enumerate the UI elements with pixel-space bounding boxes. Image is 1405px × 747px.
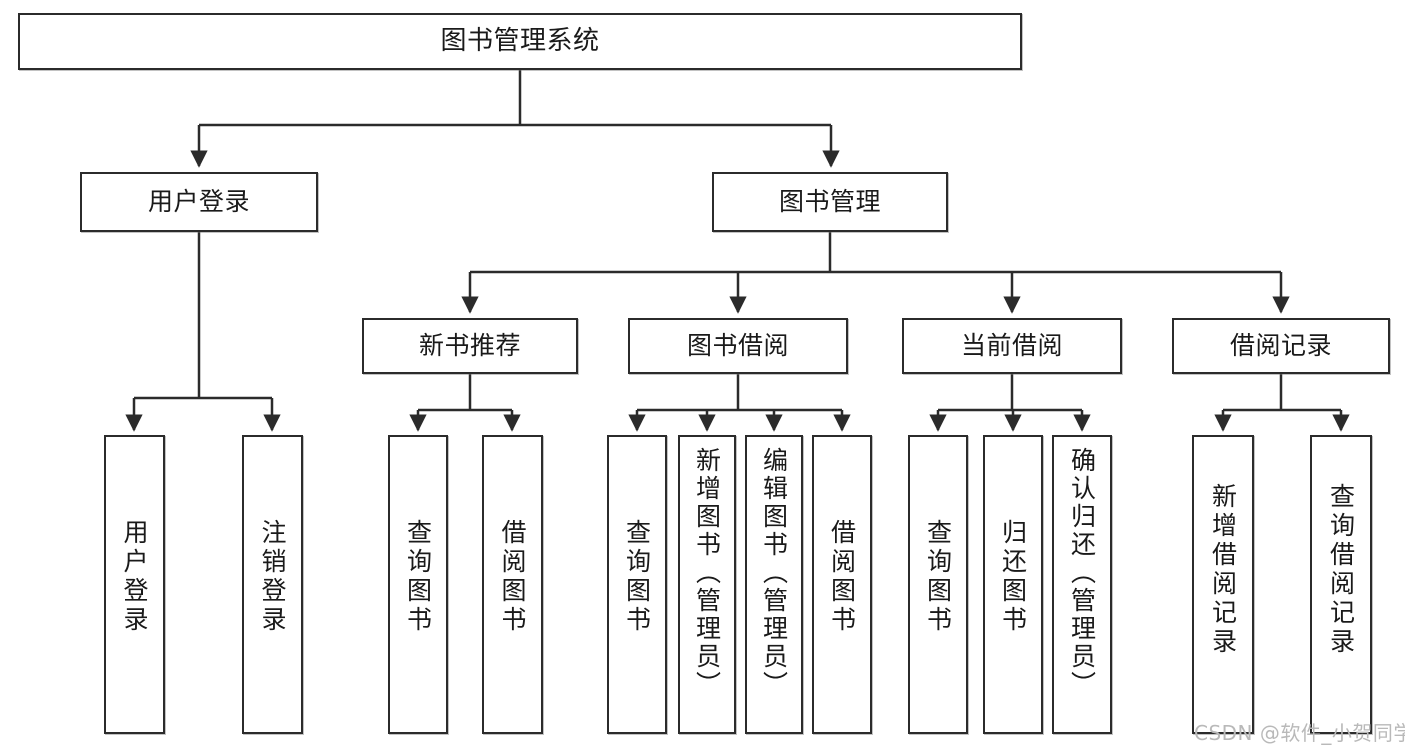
node-leaf-query-book-1-label: 查询图书 (403, 519, 433, 635)
node-book-manage[interactable]: 图书管理 (712, 172, 948, 232)
node-leaf-query-book-3-label: 查询图书 (923, 519, 953, 635)
node-leaf-edit-book[interactable]: 编辑图书（管理员） (745, 435, 803, 734)
node-leaf-user-login-label: 用户登录 (120, 519, 149, 635)
node-leaf-user-login[interactable]: 用户登录 (104, 435, 165, 734)
node-leaf-query-book-2-label: 查询图书 (622, 519, 652, 635)
node-user-login-label: 用户登录 (147, 187, 250, 217)
node-leaf-query-book-3[interactable]: 查询图书 (908, 435, 968, 734)
node-borrow-record-label: 借阅记录 (1229, 331, 1332, 361)
node-borrow-record[interactable]: 借阅记录 (1172, 318, 1390, 374)
node-leaf-edit-book-label: 编辑图书（管理员） (759, 447, 789, 699)
node-root-label: 图书管理系统 (440, 26, 600, 57)
node-book-borrow[interactable]: 图书借阅 (628, 318, 848, 374)
watermark-text: CSDN @软件_小贺同学 (1194, 721, 1405, 745)
node-leaf-borrow-book-2[interactable]: 借阅图书 (812, 435, 872, 734)
node-book-manage-label: 图书管理 (778, 187, 881, 217)
node-leaf-add-borrow-record-label: 新增借阅记录 (1208, 483, 1238, 657)
node-leaf-query-borrow-record-label: 查询借阅记录 (1326, 483, 1356, 657)
node-leaf-borrow-book-2-label: 借阅图书 (827, 519, 857, 635)
node-leaf-query-borrow-record[interactable]: 查询借阅记录 (1310, 435, 1372, 734)
node-new-book-recommend-label: 新书推荐 (418, 331, 521, 361)
node-book-borrow-label: 图书借阅 (686, 331, 789, 361)
node-leaf-confirm-return[interactable]: 确认归还（管理员） (1052, 435, 1112, 734)
node-root[interactable]: 图书管理系统 (18, 13, 1022, 70)
node-leaf-add-book[interactable]: 新增图书（管理员） (678, 435, 736, 734)
node-current-borrow-label: 当前借阅 (960, 331, 1063, 361)
node-leaf-add-borrow-record[interactable]: 新增借阅记录 (1192, 435, 1254, 734)
node-new-book-recommend[interactable]: 新书推荐 (362, 318, 578, 374)
node-leaf-query-book-2[interactable]: 查询图书 (607, 435, 667, 734)
node-current-borrow[interactable]: 当前借阅 (902, 318, 1122, 374)
node-leaf-confirm-return-label: 确认归还（管理员） (1067, 447, 1097, 699)
node-leaf-user-logout[interactable]: 注销登录 (242, 435, 303, 734)
node-leaf-borrow-book-1[interactable]: 借阅图书 (482, 435, 543, 734)
node-leaf-add-book-label: 新增图书（管理员） (692, 447, 722, 699)
node-user-login[interactable]: 用户登录 (80, 172, 318, 232)
node-leaf-query-book-1[interactable]: 查询图书 (388, 435, 448, 734)
node-leaf-borrow-book-1-label: 借阅图书 (498, 519, 527, 635)
node-leaf-return-book[interactable]: 归还图书 (983, 435, 1043, 734)
node-leaf-user-logout-label: 注销登录 (258, 519, 287, 635)
node-leaf-return-book-label: 归还图书 (998, 519, 1028, 635)
